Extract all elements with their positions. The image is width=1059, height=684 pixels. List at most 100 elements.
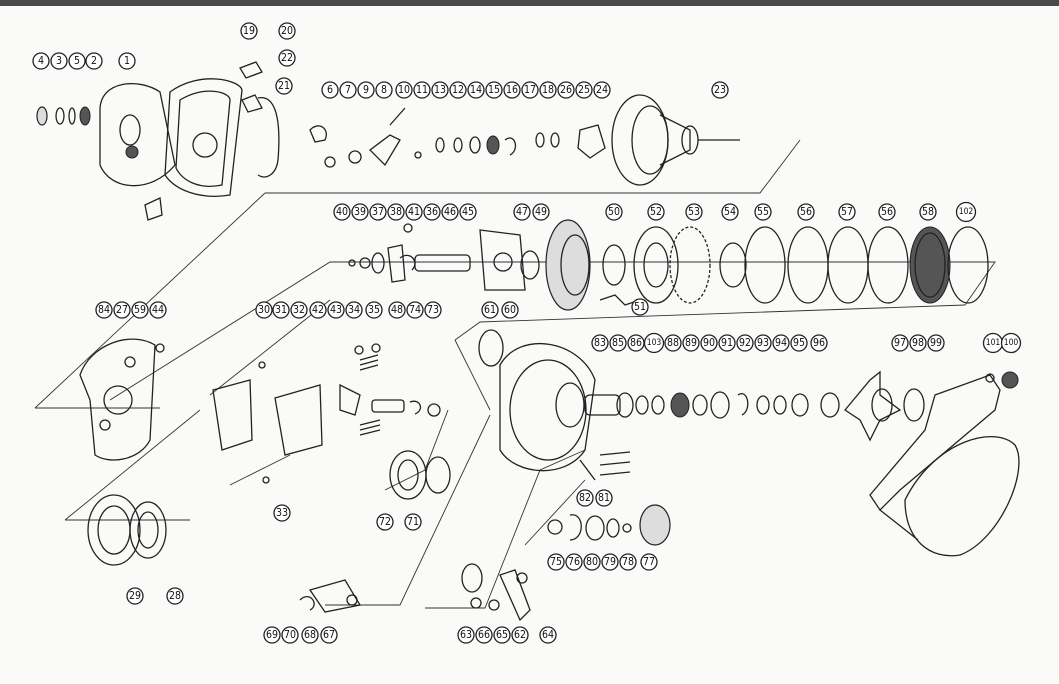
part-label-25: 25 — [575, 81, 593, 99]
part-label-text: 14 — [470, 84, 482, 96]
part-label-circle — [240, 22, 258, 40]
part-label-circle — [339, 81, 357, 99]
part-label-3: 3 — [50, 52, 68, 70]
part-label-text: 89 — [685, 337, 697, 349]
part-label-circle — [369, 203, 387, 221]
part-label-29: 29 — [126, 587, 144, 605]
part-label-text: 78 — [622, 556, 634, 568]
part-label-text: 50 — [608, 206, 620, 218]
part-label-circle — [643, 332, 665, 354]
part-label-circle — [700, 334, 718, 352]
part-label-circle — [50, 52, 68, 70]
side-plate-assembly — [36, 82, 176, 221]
part-label-text: 30 — [258, 304, 270, 316]
part-label-44: 44 — [149, 301, 167, 319]
part-label-74: 74 — [406, 301, 424, 319]
part-label-13: 13 — [431, 81, 449, 99]
part-label-circle — [131, 301, 149, 319]
part-label-text: 75 — [550, 556, 562, 568]
part-label-text: 53 — [688, 206, 700, 218]
part-label-circle — [583, 553, 601, 571]
part-label-20: 20 — [278, 22, 296, 40]
part-label-26: 26 — [557, 81, 575, 99]
part-label-text: 103 — [647, 338, 662, 348]
part-label-circle — [891, 334, 909, 352]
part-label-text: 59 — [134, 304, 146, 316]
part-label-circle — [387, 203, 405, 221]
part-label-text: 23 — [714, 84, 726, 96]
part-label-text: 16 — [506, 84, 518, 96]
part-label-text: 27 — [116, 304, 128, 316]
part-label-circle — [449, 81, 467, 99]
part-label-circle — [595, 489, 613, 507]
part-label-text: 85 — [612, 337, 624, 349]
part-label-43: 43 — [327, 301, 345, 319]
part-label-text: 45 — [462, 206, 474, 218]
part-label-text: 97 — [894, 337, 906, 349]
part-label-text: 34 — [348, 304, 360, 316]
drive-gear-stack — [348, 219, 989, 311]
part-label-circle — [485, 81, 503, 99]
part-label-57: 57 — [838, 203, 856, 221]
part-label-text: 28 — [169, 590, 181, 602]
part-label-circle — [838, 203, 856, 221]
part-label-19: 19 — [240, 22, 258, 40]
part-label-23: 23 — [711, 81, 729, 99]
part-label-56: 56 — [878, 203, 896, 221]
part-label-34: 34 — [345, 301, 363, 319]
part-label-circle — [275, 77, 293, 95]
part-label-91: 91 — [718, 334, 736, 352]
part-label-circle — [772, 334, 790, 352]
part-label-102: 102 — [955, 201, 977, 223]
part-label-circle — [404, 513, 422, 531]
part-label-circle — [501, 301, 519, 319]
part-label-30: 30 — [255, 301, 273, 319]
part-label-72: 72 — [376, 513, 394, 531]
part-label-text: 72 — [379, 516, 391, 528]
part-label-circle — [605, 203, 623, 221]
part-label-text: 12 — [452, 84, 464, 96]
part-label-49: 49 — [532, 203, 550, 221]
part-label-circle — [797, 203, 815, 221]
part-label-circle — [503, 81, 521, 99]
part-label-14: 14 — [467, 81, 485, 99]
part-label-text: 46 — [444, 206, 456, 218]
part-label-98: 98 — [909, 334, 927, 352]
part-label-text: 29 — [129, 590, 141, 602]
part-label-circle — [685, 203, 703, 221]
frame-assembly — [164, 61, 280, 197]
part-label-text: 84 — [98, 304, 110, 316]
part-label-circle — [278, 49, 296, 67]
part-label-text: 77 — [643, 556, 655, 568]
part-label-96: 96 — [810, 334, 828, 352]
part-label-88: 88 — [664, 334, 682, 352]
part-label-circle — [309, 301, 327, 319]
part-label-circle — [375, 81, 393, 99]
part-label-text: 63 — [460, 629, 472, 641]
spool — [611, 94, 740, 186]
part-label-97: 97 — [891, 334, 909, 352]
part-label-65: 65 — [493, 626, 511, 644]
part-label-text: 36 — [426, 206, 438, 218]
part-label-circle — [406, 301, 424, 319]
part-label-text: 94 — [775, 337, 787, 349]
part-label-101: 101 — [982, 332, 1004, 354]
part-label-text: 49 — [535, 206, 547, 218]
part-label-75: 75 — [547, 553, 565, 571]
part-label-15: 15 — [485, 81, 503, 99]
part-label-46: 46 — [441, 203, 459, 221]
part-label-47: 47 — [513, 203, 531, 221]
part-label-11: 11 — [413, 81, 431, 99]
left-plate-parts — [79, 329, 504, 566]
part-label-circle — [878, 203, 896, 221]
part-label-circle — [810, 334, 828, 352]
part-label-7: 7 — [339, 81, 357, 99]
part-label-76: 76 — [565, 553, 583, 571]
part-label-text: 98 — [912, 337, 924, 349]
part-label-37: 37 — [369, 203, 387, 221]
part-label-99: 99 — [927, 334, 945, 352]
part-label-70: 70 — [281, 626, 299, 644]
part-label-text: 41 — [408, 206, 420, 218]
